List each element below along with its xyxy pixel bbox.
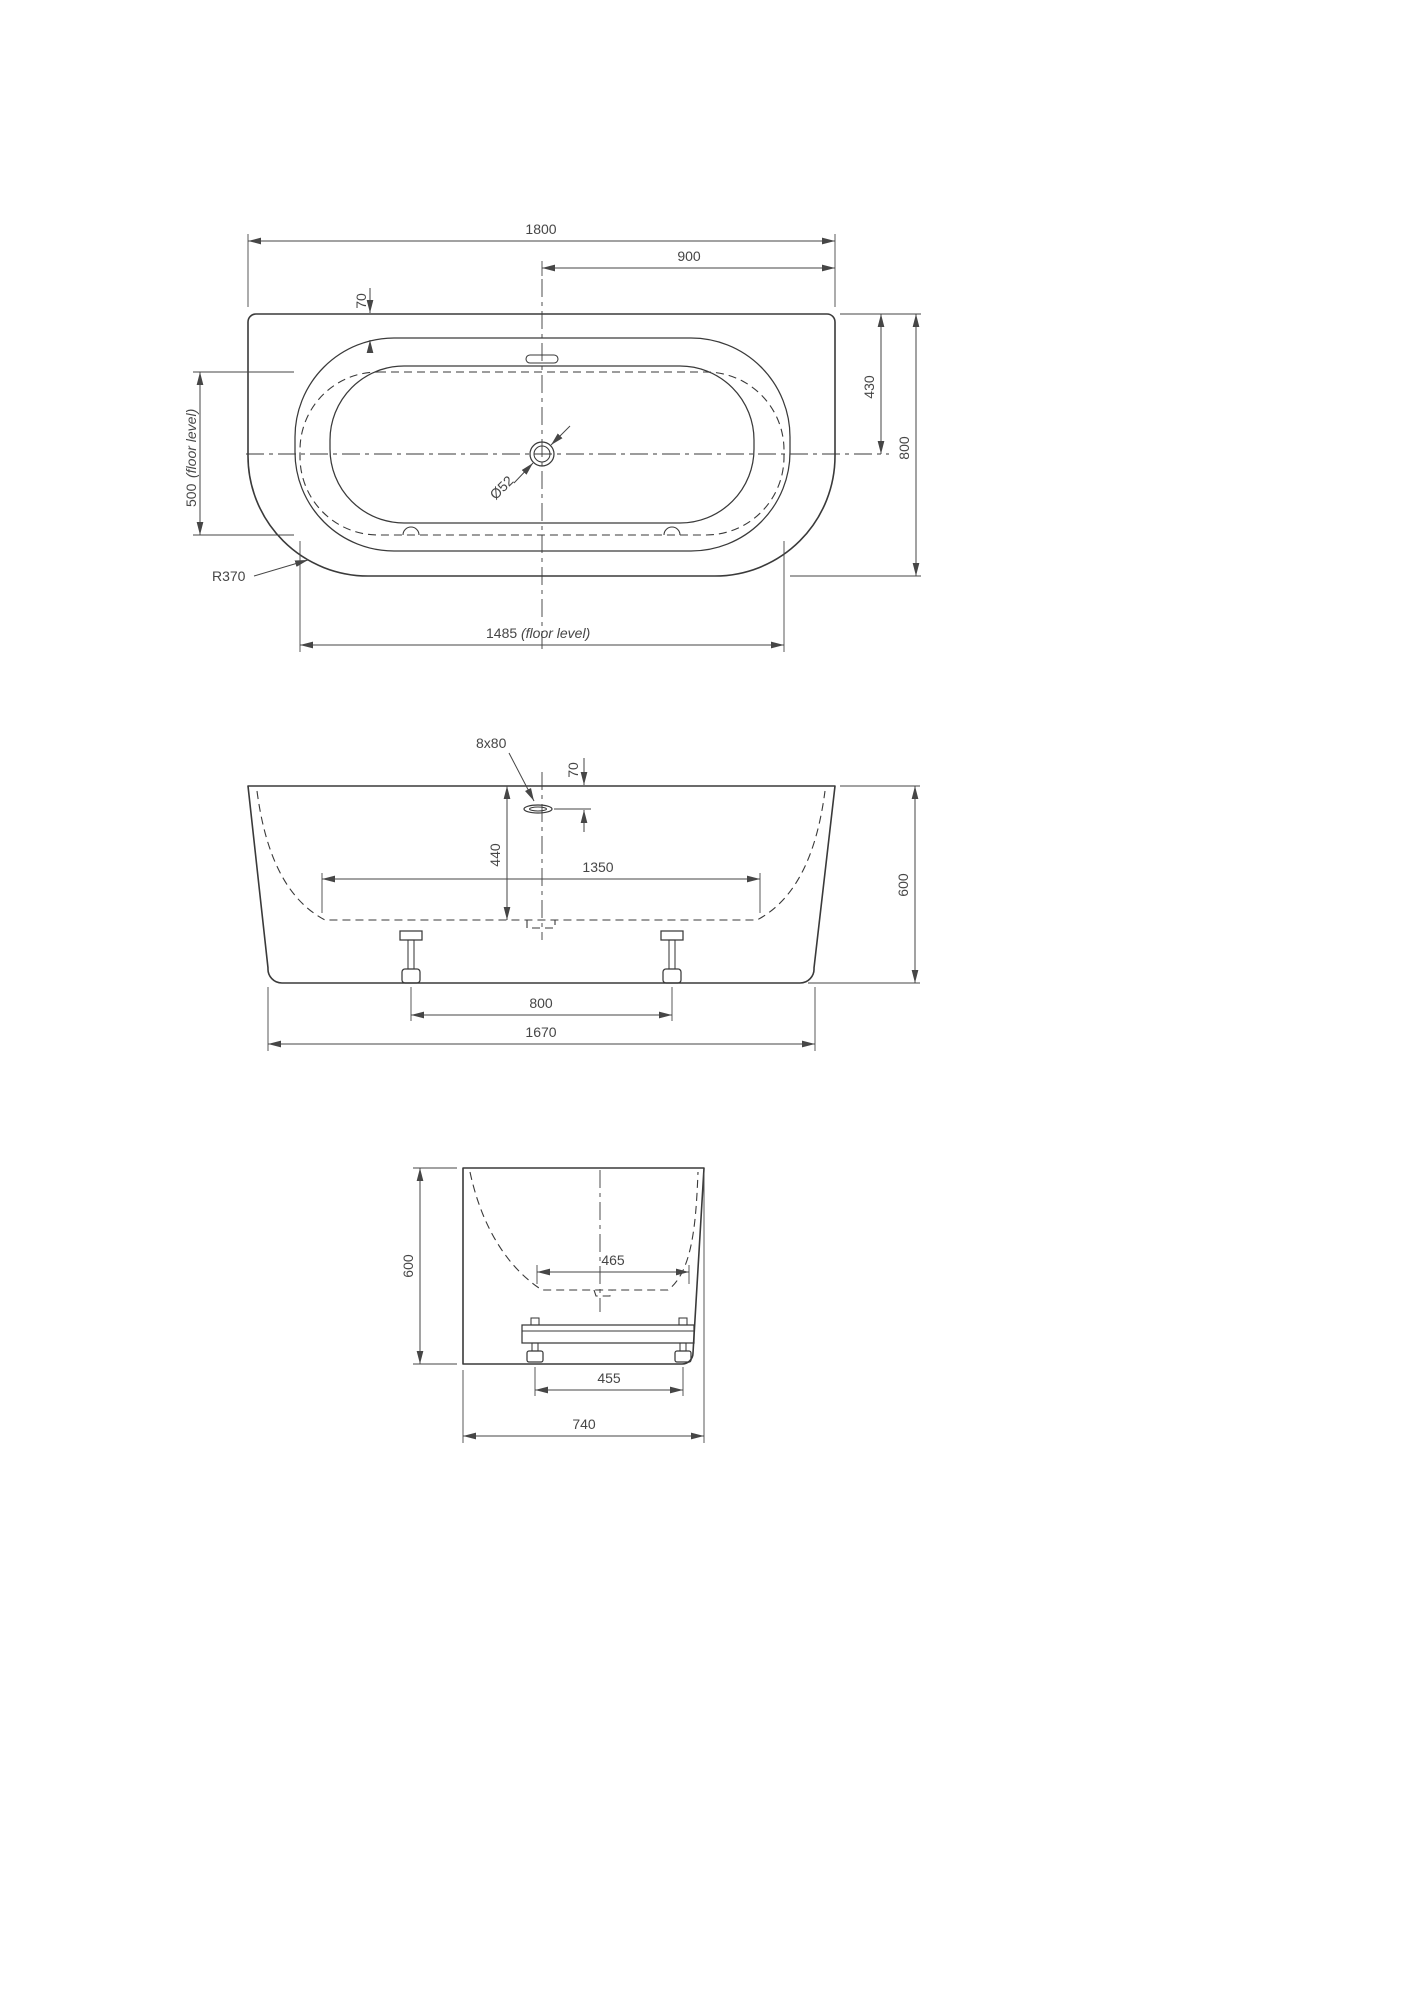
- dim-floor-width-label: 500: [183, 483, 199, 507]
- corner-radius-callout: R370: [212, 559, 309, 584]
- dim-inner-length-label: 1350: [582, 859, 613, 875]
- dim-inner-depth-label: 440: [487, 843, 503, 867]
- dim-drain-offset: 430: [840, 313, 921, 454]
- side-view: 600 465 455 740: [400, 1167, 705, 1443]
- dim-overall-depth: 800: [790, 314, 921, 577]
- dim-overflow-offset: 70: [554, 758, 591, 832]
- foot-front-left: [399, 930, 423, 984]
- overflow-front: [523, 804, 553, 814]
- rim-opening: [294, 337, 791, 552]
- dim-base-width-label: 740: [572, 1416, 596, 1432]
- overflow-slot-top: [525, 354, 559, 364]
- dim-overflow-offset-label: 70: [565, 762, 581, 778]
- dim-floor-length-note: (floor level): [521, 625, 590, 641]
- dim-feet-spacing-front-label: 800: [529, 995, 553, 1011]
- basin-floor-outline: [329, 365, 755, 524]
- dim-rim-offset: 70: [353, 288, 374, 353]
- dim-floor-length: 1485 (floor level): [299, 541, 785, 652]
- drain-diameter-callout: Ø52: [486, 425, 571, 502]
- dim-side-height-label: 600: [400, 1254, 416, 1278]
- tub-outline-top: [247, 313, 836, 577]
- dim-drain-offset-label: 430: [861, 375, 877, 399]
- base-frame-side: [521, 1317, 695, 1344]
- dim-front-height: 600: [808, 785, 920, 984]
- dim-floor-width-note: (floor level): [183, 409, 199, 478]
- dim-front-height-label: 600: [895, 873, 911, 897]
- basin-interior-side: [469, 1171, 699, 1291]
- foot-side-right: [674, 1342, 692, 1363]
- dim-side-height: 600: [400, 1167, 457, 1365]
- dim-half-width-label: 900: [677, 248, 701, 264]
- drain-recess-front: [526, 920, 556, 929]
- dim-overall-depth-label: 800: [896, 436, 912, 460]
- dim-base-length-label: 1670: [525, 1024, 556, 1040]
- dim-half-width: 900: [541, 248, 835, 276]
- foot-mark-right: [663, 526, 681, 536]
- overflow-callout: 8x80: [476, 735, 535, 802]
- drain-diameter-label: Ø52: [486, 472, 516, 502]
- corner-radius-label: R370: [212, 568, 246, 584]
- dim-inner-depth: 440: [487, 786, 511, 920]
- dim-floor-length-label: 1485: [486, 625, 517, 641]
- dim-overall-width-label: 1800: [525, 221, 556, 237]
- dim-inner-length: 1350: [321, 859, 761, 913]
- dim-base-length: 1670: [267, 987, 816, 1051]
- foot-front-right: [660, 930, 684, 984]
- dim-feet-spacing-side: 455: [534, 1367, 684, 1396]
- dim-inner-width-label: 465: [601, 1252, 625, 1268]
- basin-interior-front: [256, 790, 826, 921]
- foot-mark-left: [402, 526, 420, 536]
- top-view-centerlines: [246, 279, 889, 650]
- dim-inner-width: 465: [536, 1252, 690, 1284]
- tub-outline-side: [462, 1167, 705, 1365]
- dim-floor-width: 500 (floor level): [183, 371, 294, 536]
- dim-rim-offset-label: 70: [353, 293, 369, 309]
- floor-outline-hidden: [299, 371, 785, 536]
- foot-side-left: [526, 1342, 544, 1363]
- dim-feet-spacing-side-label: 455: [597, 1370, 621, 1386]
- tub-outline-front: [247, 785, 836, 984]
- overflow-label: 8x80: [476, 735, 507, 751]
- dim-feet-spacing-front: 800: [410, 987, 673, 1021]
- dim-overall-width: 1800: [247, 221, 836, 307]
- front-view: 8x80 70 440 1350 600: [247, 735, 920, 1051]
- drain-recess-side: [593, 1289, 613, 1297]
- dim-base-width: 740: [462, 1174, 705, 1443]
- drain: [529, 441, 555, 467]
- top-view: 1800 900 70 430 800: [183, 221, 921, 652]
